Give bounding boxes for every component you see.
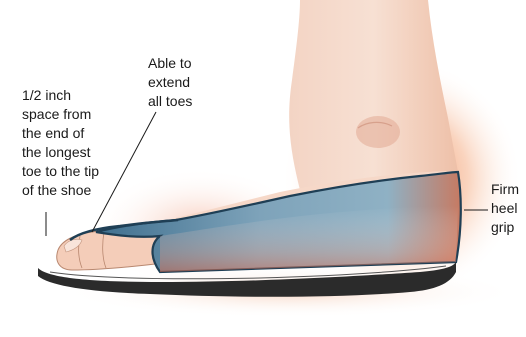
heel-grip-label: Firm heel grip <box>491 180 519 237</box>
ankle-bone <box>356 116 400 148</box>
extend-toes-label: Able to extend all toes <box>148 54 192 111</box>
toe-space-label: 1/2 inch space from the end of the longe… <box>22 86 99 200</box>
leg-shape <box>289 0 458 190</box>
